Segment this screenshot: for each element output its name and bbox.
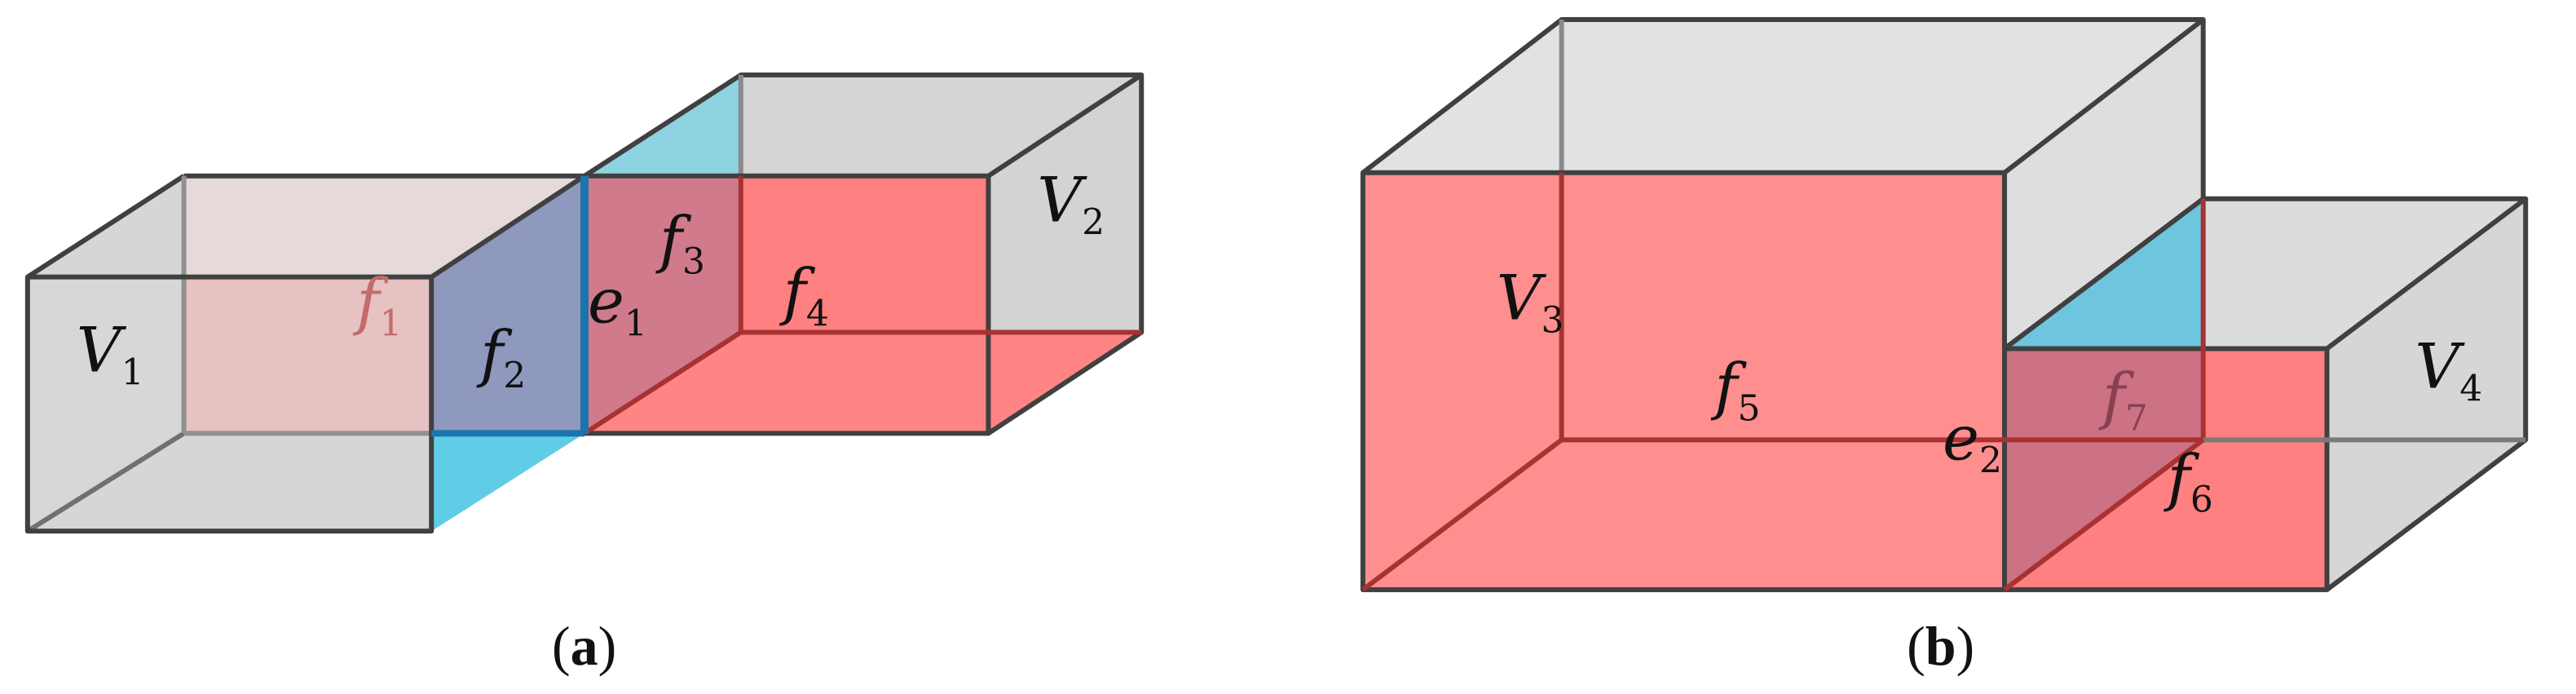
box-v2-edges bbox=[583, 72, 1145, 436]
label-v3: V3 bbox=[1497, 263, 1564, 342]
box-v4-right-face bbox=[2327, 198, 2526, 590]
label-e2: e2 bbox=[1943, 402, 2002, 481]
face-f7 bbox=[2004, 348, 2203, 590]
label-v2: V2 bbox=[1037, 165, 1105, 244]
panel-a: V1 V2 f1 f2 f3 f4 e1 (a) bbox=[24, 72, 1145, 677]
box-v4-edges bbox=[2003, 196, 2529, 593]
box-v2-bottom-face bbox=[584, 332, 1142, 434]
box-v3-top-face bbox=[1362, 19, 2203, 173]
face-f5 bbox=[1362, 172, 2005, 590]
label-v4: V4 bbox=[2415, 330, 2482, 409]
panel-b: V3 V4 f5 f6 f7 e2 (b) bbox=[1360, 16, 2529, 677]
caption-a: (a) bbox=[552, 615, 616, 677]
label-v1: V1 bbox=[77, 314, 144, 393]
box-v1-edges bbox=[24, 173, 586, 534]
caption-b: (b) bbox=[1907, 615, 1974, 677]
face-f2-lower-cyan bbox=[431, 433, 585, 532]
label-e1: e1 bbox=[588, 266, 647, 345]
